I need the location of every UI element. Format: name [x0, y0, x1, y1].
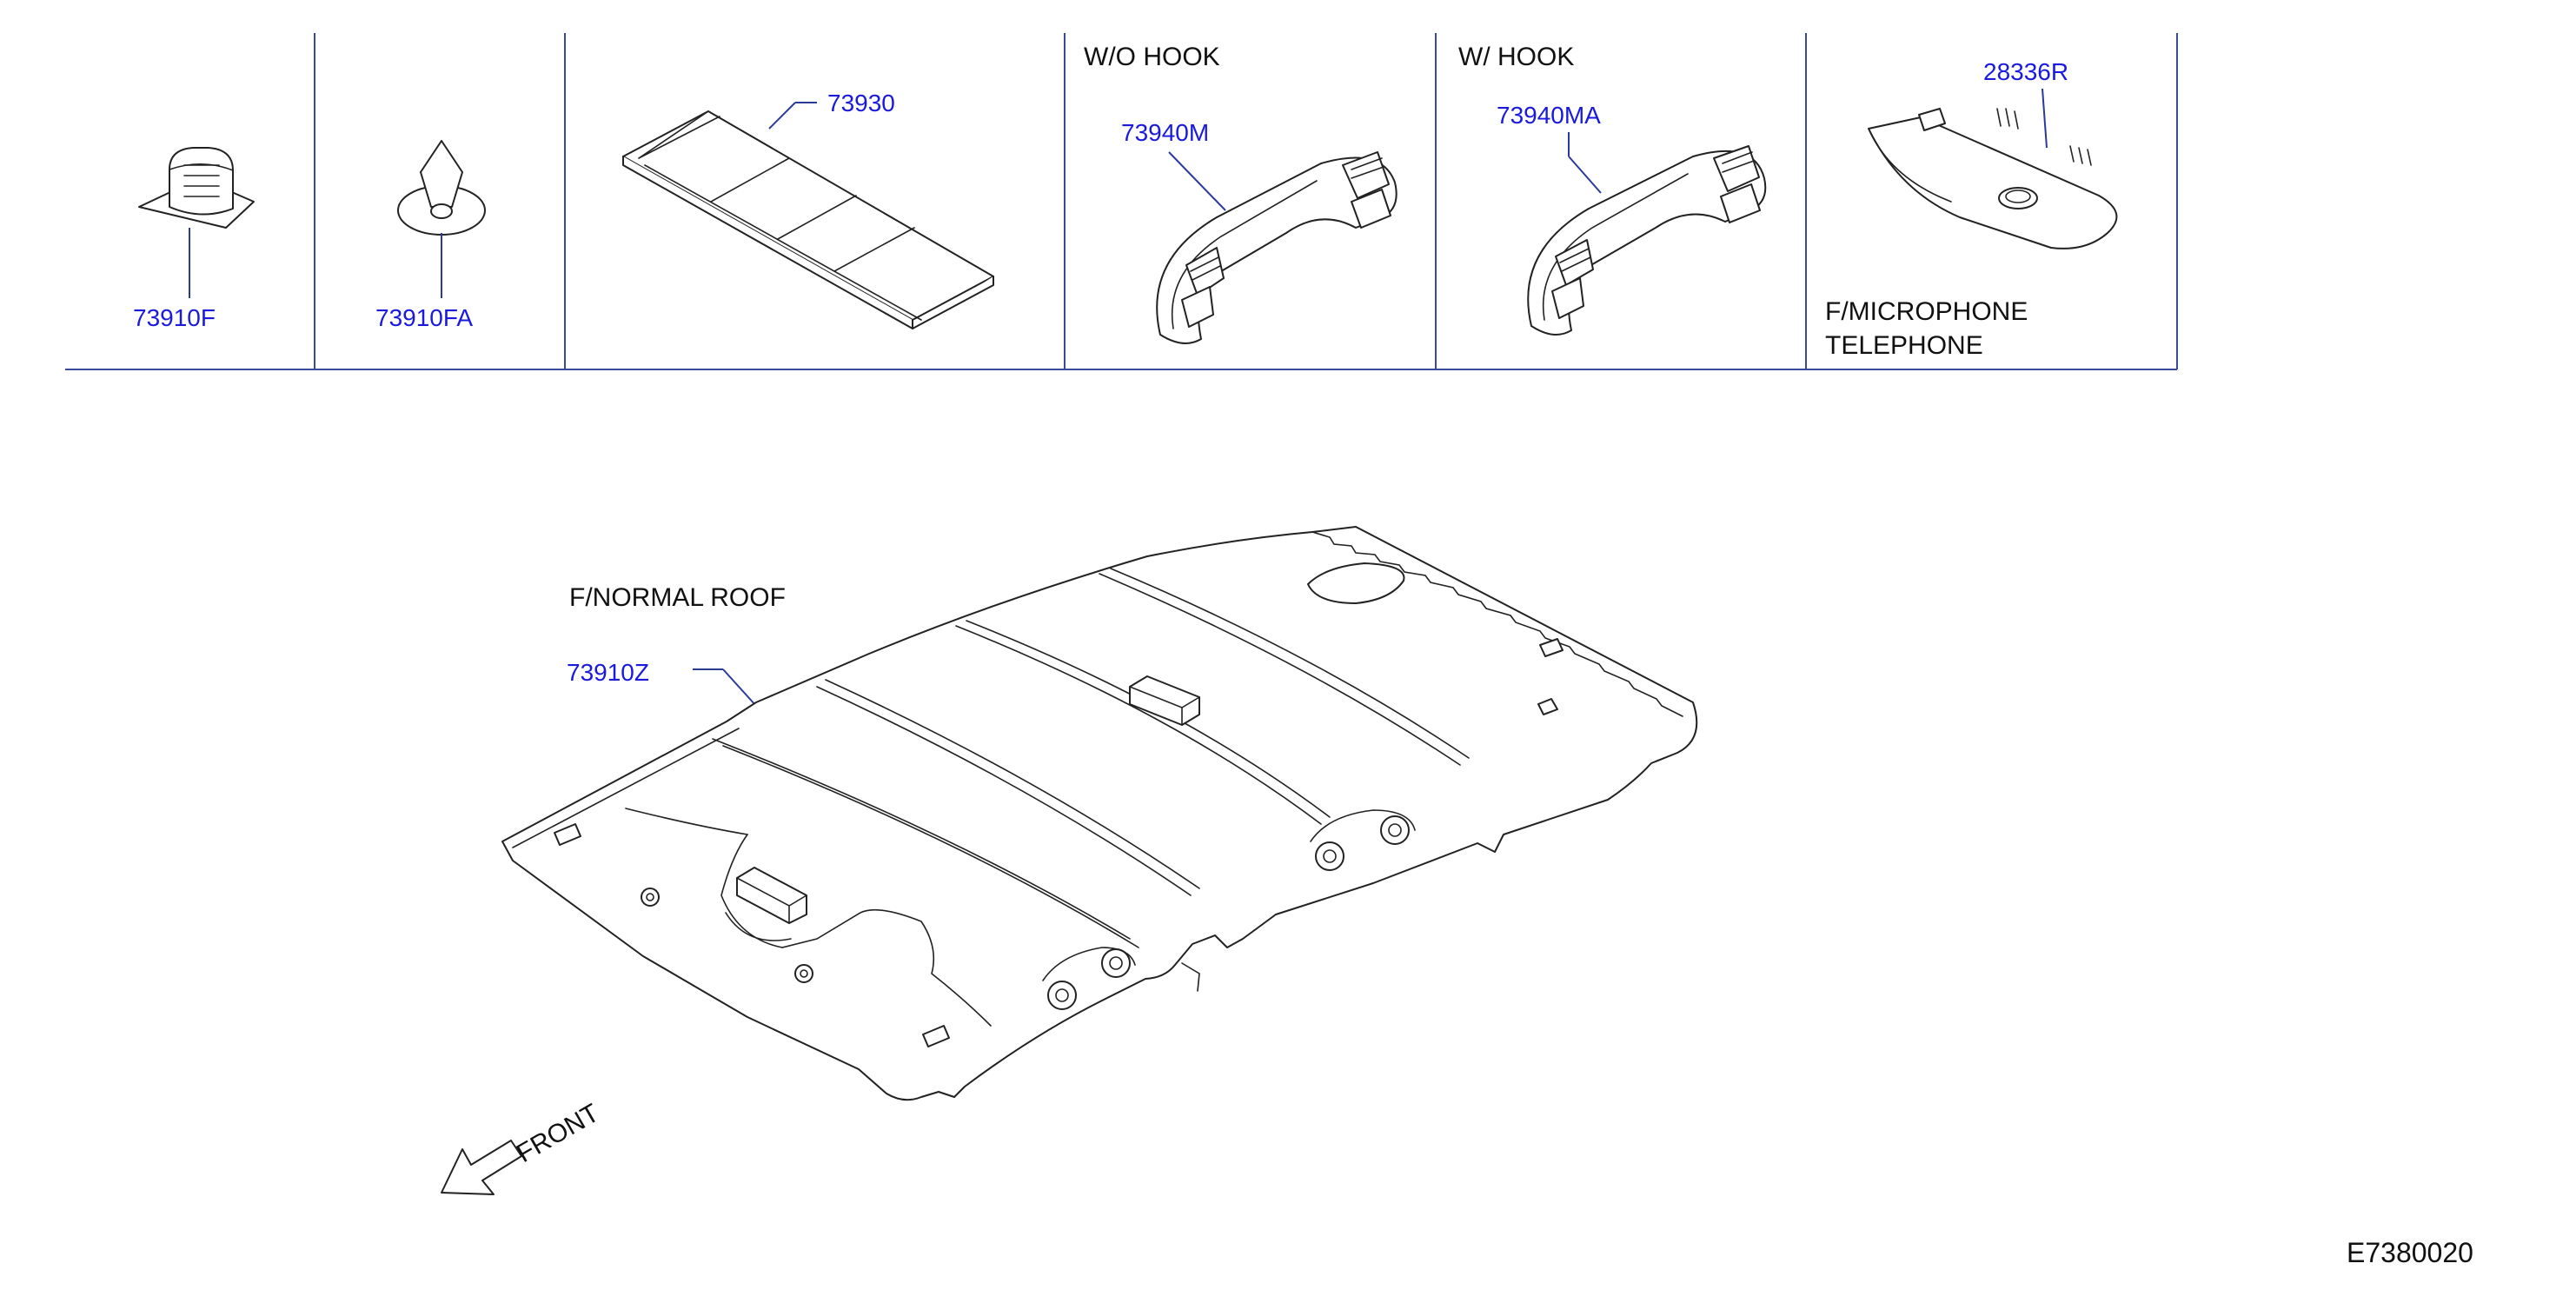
assist-grip-73940m-drawing	[1156, 151, 1398, 344]
part-number-73940ma: 73940MA	[1497, 102, 1601, 129]
clip-73910fa-drawing	[397, 140, 486, 298]
pad-73930-drawing	[622, 102, 994, 329]
part-number-73910f: 73910F	[133, 304, 216, 331]
label-w-hook: W/ HOOK	[1458, 43, 1574, 71]
label-telephone: TELEPHONE	[1825, 331, 1983, 360]
label-front: FRONT	[512, 1099, 604, 1168]
part-number-73910z: 73910Z	[567, 659, 649, 686]
diagram-code: E7380020	[2347, 1237, 2473, 1268]
part-number-28336r: 28336R	[1983, 58, 2068, 85]
label-wo-hook: W/O HOOK	[1084, 43, 1220, 71]
label-f-normal-roof: F/NORMAL ROOF	[569, 583, 786, 612]
headlining-73910z-drawing	[501, 526, 1698, 1101]
clip-73910f-drawing	[138, 147, 255, 298]
assist-grip-73940ma-drawing	[1527, 132, 1767, 336]
label-f-microphone: F/MICROPHONE	[1825, 297, 2028, 326]
part-number-73910fa: 73910FA	[375, 304, 473, 331]
front-direction-arrow	[441, 1140, 522, 1195]
part-number-73940m: 73940M	[1121, 119, 1209, 146]
part-number-73930: 73930	[827, 90, 895, 116]
microphone-cover-28336r-drawing	[1868, 88, 2118, 249]
top-panel-frame	[65, 33, 2178, 370]
